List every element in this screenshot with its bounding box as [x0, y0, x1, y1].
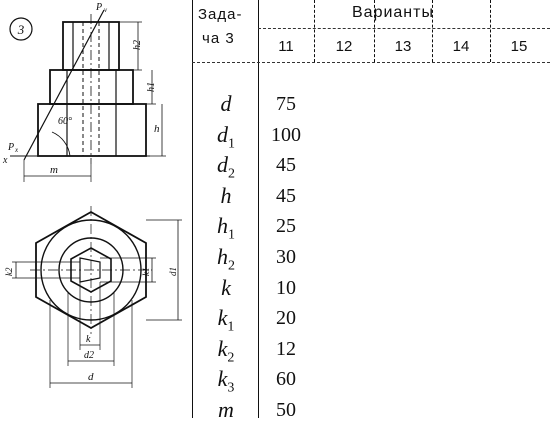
- front-view-labels: P v P x x 60° h2 h1 h m: [2, 2, 160, 176]
- parameter-value: 50: [276, 399, 296, 421]
- task-header-line2: ча 3: [202, 30, 235, 47]
- table-border-left: [192, 0, 193, 418]
- label-dim-h: h: [154, 123, 160, 135]
- parameter-symbol: h: [220, 182, 232, 208]
- top-view: [12, 206, 182, 388]
- parameter-symbol: k3: [217, 366, 235, 396]
- label-dim-h2: h2: [132, 40, 143, 50]
- label-dim-d2: d2: [84, 350, 94, 361]
- label-plane-top: P: [95, 2, 102, 13]
- parameter-symbol: h1: [217, 213, 235, 243]
- parameter-value: 45: [276, 154, 296, 177]
- parameter-symbol: m: [218, 397, 234, 422]
- parameter-symbol: d2: [217, 152, 235, 182]
- parameter-value: 30: [276, 246, 296, 268]
- parameter-subscript: 2: [227, 350, 235, 366]
- label-dim-h1: h1: [146, 82, 157, 92]
- front-view: [10, 9, 166, 182]
- label-plane-top-sub: v: [104, 6, 108, 14]
- parameter-symbol: d1: [217, 121, 235, 151]
- variant-12: 12: [335, 38, 353, 55]
- task-number: 3: [17, 22, 25, 37]
- variant-11: 11: [278, 38, 294, 55]
- label-dim-m: m: [50, 164, 58, 176]
- table-divider-12: [314, 0, 315, 62]
- parameter-subscript: 1: [228, 227, 235, 243]
- label-angle: 60°: [58, 116, 72, 127]
- table-divider-14: [432, 0, 433, 62]
- parameter-symbol: k1: [217, 305, 235, 335]
- parameter-subscript: 2: [228, 166, 235, 182]
- label-dim-d: d: [88, 371, 94, 383]
- task-header-line1: Зада-: [198, 6, 243, 23]
- variants-title: Варианты: [352, 4, 434, 21]
- parameter-subscript: 2: [228, 258, 235, 274]
- parameter-subscript: 3: [227, 380, 235, 396]
- parameter-value: 25: [276, 215, 296, 238]
- technical-drawing: 3: [2, 2, 182, 388]
- parameter-symbol: k2: [217, 335, 235, 366]
- variant-14: 14: [452, 38, 470, 55]
- table-body-divider: [192, 62, 550, 63]
- label-plane-bottom-sub: x: [14, 146, 19, 154]
- label-plane-bottom: P: [7, 142, 14, 153]
- parameter-value: 100: [271, 123, 301, 146]
- parameter-subscript: 1: [228, 135, 235, 151]
- parameter-symbol: k: [221, 274, 231, 300]
- parameter-value: 20: [276, 307, 296, 330]
- label-axis-x: x: [2, 155, 8, 166]
- table-divider-13: [374, 0, 375, 62]
- label-dim-k1: k1: [141, 268, 151, 277]
- table-border-variant-11: [258, 0, 259, 418]
- parameter-value: 45: [276, 184, 296, 207]
- top-view-labels: k2 k1 d1 k d2 d: [4, 267, 178, 383]
- parameter-value: 60: [276, 368, 296, 391]
- task-number-badge: 3: [9, 17, 33, 41]
- variant-13: 13: [394, 38, 412, 55]
- label-dim-k2: k2: [4, 267, 14, 276]
- table-header-divider: [258, 28, 550, 29]
- parameter-value: 75: [276, 93, 296, 115]
- parameter-value: 10: [276, 276, 296, 299]
- variant-15: 15: [510, 38, 528, 55]
- label-dim-k: k: [86, 334, 91, 345]
- parameter-symbol: h2: [217, 244, 235, 274]
- parameter-symbol: d: [220, 91, 232, 116]
- parameter-subscript: 1: [227, 319, 235, 335]
- label-dim-d1: d1: [168, 267, 178, 276]
- parameter-value: 12: [276, 337, 296, 360]
- table-divider-15: [490, 0, 491, 62]
